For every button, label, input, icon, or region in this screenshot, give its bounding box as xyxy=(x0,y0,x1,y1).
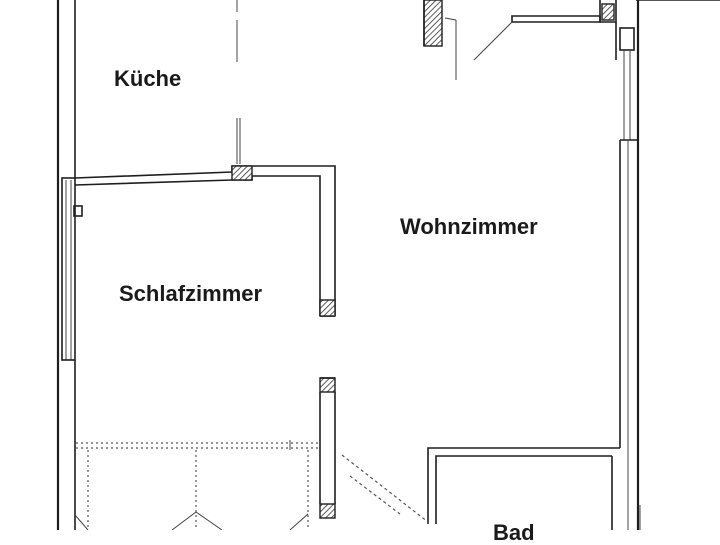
pillar-bottom xyxy=(319,503,336,519)
pillar-kitchen xyxy=(231,165,253,181)
bedroom-right-wall xyxy=(319,377,336,504)
pillar-bedroom-bottom xyxy=(319,377,336,393)
pillar-bedroom-top xyxy=(319,299,336,317)
left-exterior-wall xyxy=(56,0,83,530)
bedroom-label: Schlafzimmer xyxy=(119,281,263,306)
bath-wall xyxy=(427,447,620,530)
kitchen-label: Küche xyxy=(114,66,182,91)
living-room-label: Wohnzimmer xyxy=(400,214,538,239)
wardrobe xyxy=(74,440,320,530)
floor-plan xyxy=(56,0,720,530)
kitchen-wall xyxy=(74,0,336,317)
bath-door-swing xyxy=(341,454,429,523)
right-exterior-wall xyxy=(615,0,640,530)
pillar-top-center xyxy=(423,0,443,47)
bath-label: Bad xyxy=(493,520,535,545)
bath-door-swing-2 xyxy=(349,475,401,515)
top-walls xyxy=(423,0,720,80)
